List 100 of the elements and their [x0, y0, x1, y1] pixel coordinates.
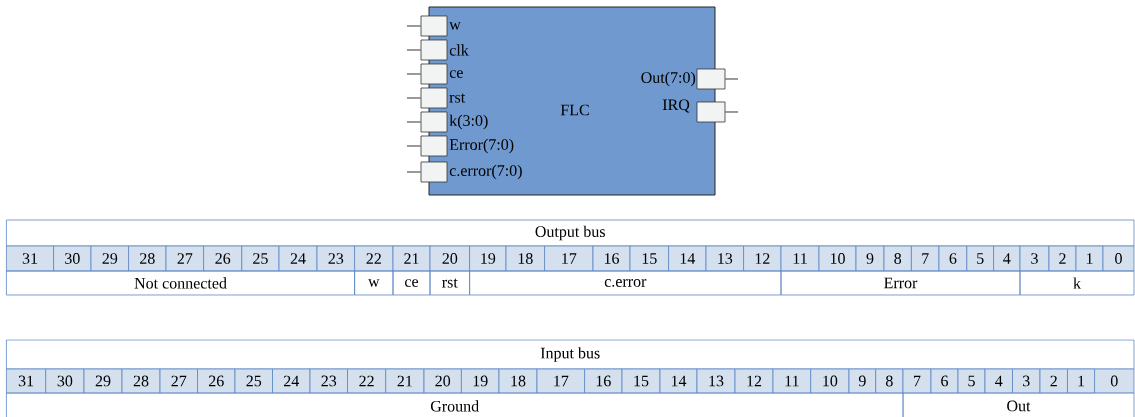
- bit-cell: 20: [423, 368, 462, 394]
- bit-cell: 15: [621, 368, 661, 394]
- bit-cell: 10: [810, 368, 850, 394]
- bit-cell: 7: [911, 245, 940, 272]
- bit-cell: 26: [197, 368, 236, 394]
- bit-cell: 25: [234, 368, 273, 394]
- pin-name: w: [449, 22, 461, 30]
- bit-cell: 28: [121, 368, 161, 394]
- bit-cell: 16: [592, 245, 631, 272]
- pin-line: [406, 73, 421, 75]
- pin-line: [406, 145, 421, 147]
- bit-cell: 27: [165, 245, 204, 272]
- bit-cell: 5: [957, 368, 986, 394]
- bit-cell: 13: [705, 245, 744, 272]
- pin-name: ce: [449, 70, 463, 78]
- pin-name: Error(7:0): [449, 138, 514, 154]
- bit-cell: 19: [469, 245, 507, 272]
- bit-cell: 6: [930, 368, 959, 394]
- block-label: FLC: [560, 104, 589, 116]
- bit-cell: 9: [855, 245, 885, 272]
- bit-cell: 1: [1067, 368, 1095, 394]
- bit-cell: 14: [668, 245, 707, 272]
- field-cell: rst: [429, 270, 470, 296]
- bit-cell: 23: [309, 368, 348, 394]
- port-box: [420, 39, 448, 61]
- field-cell: ce: [392, 270, 431, 296]
- block: [428, 6, 716, 196]
- bit-cell: 31: [6, 368, 47, 394]
- bit-cell: 16: [584, 368, 623, 394]
- pin-name: c.error(7:0): [449, 164, 522, 180]
- bit-cell: 7: [902, 368, 932, 394]
- field-cell: Ground: [6, 392, 904, 417]
- port-box: [420, 135, 448, 157]
- field-cell: Not connected: [6, 270, 355, 296]
- port-box: [420, 111, 448, 133]
- bit-cell: 25: [241, 245, 280, 272]
- bit-cell: 17: [536, 368, 585, 394]
- bit-cell: 5: [966, 245, 994, 272]
- bit-cell: 27: [159, 368, 198, 394]
- bit-cell: 23: [316, 245, 355, 272]
- bit-cell: 3: [1019, 245, 1050, 272]
- bit-cell: 29: [90, 245, 129, 272]
- port-box: [420, 161, 448, 183]
- bit-cell: 2: [1048, 245, 1077, 272]
- pin-line: [725, 111, 739, 113]
- bit-cell: 6: [938, 245, 968, 272]
- bit-cell: 1: [1075, 245, 1104, 272]
- pin-line: [406, 171, 421, 173]
- bit-cell: 2: [1039, 368, 1068, 394]
- bit-cell: 8: [883, 245, 912, 272]
- bit-cell: 22: [354, 245, 394, 272]
- bit-cell: 21: [385, 368, 425, 394]
- bit-cell: 30: [53, 245, 92, 272]
- bit-cell: 0: [1102, 245, 1135, 272]
- field-cell: c.error: [469, 270, 782, 296]
- bit-cell: 21: [392, 245, 431, 272]
- bit-cell: 13: [696, 368, 736, 394]
- bit-cell: 20: [429, 245, 470, 272]
- field-cell: Error: [780, 270, 1021, 296]
- bit-cell: 12: [734, 368, 774, 394]
- bit-cell: 19: [461, 368, 500, 394]
- pin-name: rst: [449, 93, 466, 103]
- field-cell: Out: [902, 392, 1135, 417]
- bit-cell: 17: [544, 245, 594, 272]
- bit-cell: 8: [875, 368, 904, 394]
- bit-cell: 30: [45, 368, 85, 394]
- pin-name: clk: [449, 44, 469, 56]
- pin-line: [406, 25, 421, 27]
- bit-cell: 12: [743, 245, 782, 272]
- bit-cell: 26: [203, 245, 243, 272]
- bit-cell: 4: [984, 368, 1013, 394]
- bit-cell: 31: [6, 245, 54, 272]
- bit-cell: 15: [629, 245, 669, 272]
- bit-cell: 11: [772, 368, 812, 394]
- bit-cell: 4: [993, 245, 1021, 272]
- pin-name: IRQ: [662, 99, 690, 113]
- bit-cell: 0: [1094, 368, 1135, 394]
- bit-cell: 3: [1012, 368, 1041, 394]
- bit-cell: 18: [498, 368, 538, 394]
- bit-cell: 10: [818, 245, 857, 272]
- bit-cell: 28: [128, 245, 167, 272]
- port-box: [696, 68, 726, 90]
- field-cell: w: [354, 270, 394, 296]
- bit-cell: 22: [347, 368, 387, 394]
- pin-line: [406, 97, 421, 99]
- bit-cell: 18: [505, 245, 545, 272]
- bit-cell: 9: [848, 368, 877, 394]
- pin-name: k(3:0): [449, 114, 488, 130]
- pin-line: [406, 49, 421, 51]
- port-box: [696, 101, 726, 123]
- pin-line: [406, 121, 421, 123]
- pin-name: Out(7:0): [641, 71, 696, 87]
- port-box: [420, 15, 448, 37]
- bit-cell: 29: [83, 368, 123, 394]
- port-box: [420, 87, 448, 109]
- bit-cell: 14: [659, 368, 698, 394]
- bit-cell: 24: [278, 245, 318, 272]
- bit-cell: 24: [272, 368, 311, 394]
- pin-line: [725, 78, 739, 80]
- bit-cell: 11: [780, 245, 820, 272]
